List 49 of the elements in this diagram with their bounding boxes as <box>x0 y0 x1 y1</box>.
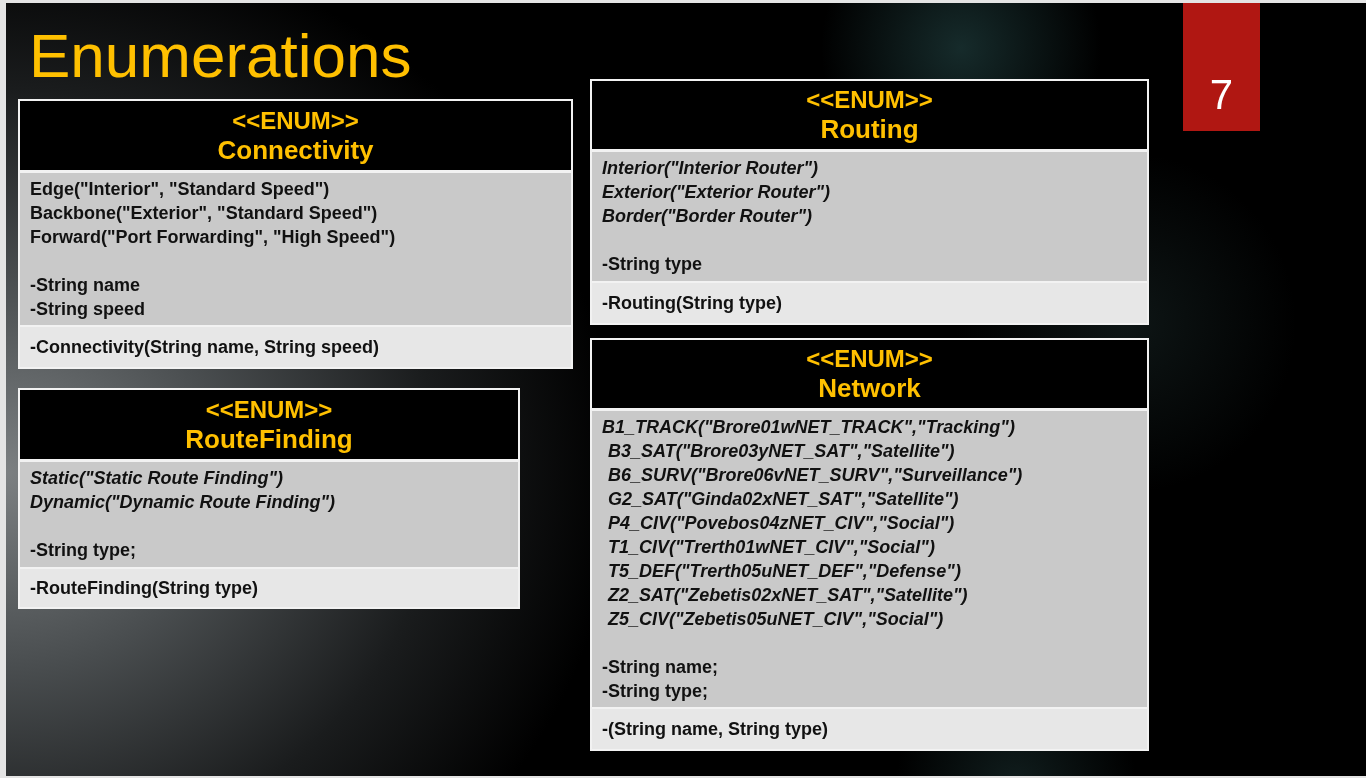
field-declaration: -String type <box>602 253 702 276</box>
enum-constant: Interior("Interior Router") <box>602 157 819 180</box>
stereotype-label: <<ENUM>> <box>806 85 933 114</box>
enum-constant: T1_CIV("Trerth01wNET_CIV","Social") <box>608 536 935 559</box>
field-declaration: -String name; <box>602 656 718 679</box>
enum-constant: B3_SAT("Brore03yNET_SAT","Satellite") <box>608 440 955 463</box>
enum-constant: Static("Static Route Finding") <box>30 467 284 490</box>
field-declaration: -String name <box>30 274 140 297</box>
constructor-signature: -RouteFinding(String type) <box>30 577 258 600</box>
method-compartment <box>592 281 1147 323</box>
enum-constant: Z2_SAT("Zebetis02xNET_SAT","Satellite") <box>608 584 968 607</box>
class-name: Routing <box>820 114 919 145</box>
field-declaration: -String type; <box>602 680 708 703</box>
class-name: RouteFinding <box>185 423 353 455</box>
enum-constant: Z5_CIV("Zebetis05uNET_CIV","Social") <box>608 608 944 631</box>
attribute-compartment <box>592 149 1147 281</box>
attribute-compartment <box>592 408 1147 707</box>
enum-constant: Edge("Interior", "Standard Speed") <box>30 178 330 201</box>
enum-constant: B1_TRACK("Brore01wNET_TRACK","Tracking") <box>602 416 1015 439</box>
enum-constant: Backbone("Exterior", "Standard Speed") <box>30 202 378 225</box>
field-declaration: -String type; <box>30 539 136 562</box>
attribute-compartment <box>20 459 518 567</box>
class-name: Network <box>818 373 921 404</box>
uml-class-box <box>590 79 1149 325</box>
uml-class-box <box>18 99 573 369</box>
slide-title: Enumerations <box>29 25 412 87</box>
enum-constant: G2_SAT("Ginda02xNET_SAT","Satellite") <box>608 488 959 511</box>
class-name: Connectivity <box>217 134 374 166</box>
uml-class-box <box>18 388 520 609</box>
stereotype-label: <<ENUM>> <box>806 344 933 373</box>
enum-constant: T5_DEF("Trerth05uNET_DEF","Defense") <box>608 560 961 583</box>
constructor-signature: -Routing(String type) <box>602 292 782 315</box>
enum-constant: Exterior("Exterior Router") <box>602 181 831 204</box>
enum-constant: Border("Border Router") <box>602 205 813 228</box>
enum-constant: P4_CIV("Povebos04zNET_CIV","Social") <box>608 512 955 535</box>
page-number: 7 <box>1183 3 1260 131</box>
method-compartment <box>20 325 571 367</box>
attribute-compartment <box>20 170 571 325</box>
field-declaration: -String speed <box>30 298 145 321</box>
enum-constant: B6_SURV("Brore06vNET_SURV","Surveillance") <box>608 464 1023 487</box>
uml-class-box <box>590 338 1149 751</box>
method-compartment <box>20 567 518 607</box>
enum-constant: Forward("Port Forwarding", "High Speed") <box>30 226 396 249</box>
constructor-signature: -Connectivity(String name, String speed) <box>30 336 380 359</box>
enum-constant: Dynamic("Dynamic Route Finding") <box>30 491 336 514</box>
method-compartment <box>592 707 1147 749</box>
stereotype-label: <<ENUM>> <box>232 105 359 135</box>
stereotype-label: <<ENUM>> <box>205 394 333 424</box>
constructor-signature: -(String name, String type) <box>602 718 828 741</box>
